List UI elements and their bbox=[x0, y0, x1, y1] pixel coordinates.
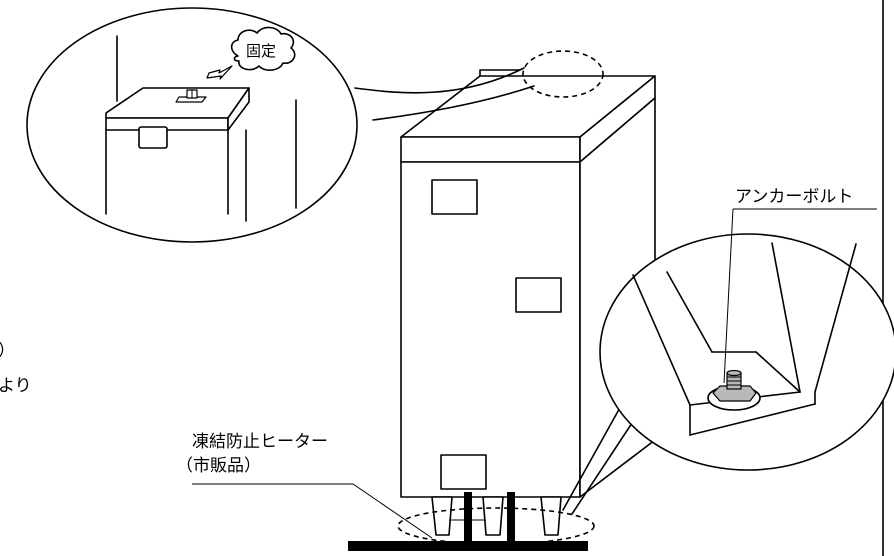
cropped-text-2: より bbox=[0, 376, 32, 396]
heater-label-line2: （市販品） bbox=[176, 456, 261, 476]
fixing-detail-callout: 固定 bbox=[26, 7, 535, 243]
fixed-label-bubble bbox=[230, 26, 296, 71]
fixed-label: 固定 bbox=[246, 42, 276, 60]
anchor-bolt-label: アンカーボルト bbox=[735, 187, 853, 207]
front-window-upper bbox=[431, 179, 478, 215]
anchor-bolt-callout: アンカーボルト bbox=[562, 187, 894, 515]
bolt-nut-icon bbox=[707, 369, 761, 411]
unit-leg bbox=[431, 496, 453, 536]
front-window-middle bbox=[515, 277, 562, 313]
cropped-text-1: ） bbox=[0, 341, 15, 361]
fixing-point-marker bbox=[522, 50, 604, 98]
unit-leg bbox=[540, 496, 562, 536]
heater-label-line1: 凍結防止ヒーター bbox=[192, 432, 328, 452]
base-stand bbox=[348, 492, 588, 551]
front-window-lower bbox=[440, 454, 487, 490]
heater-callout: 凍結防止ヒーター （市販品） bbox=[176, 432, 433, 539]
arrow-icon bbox=[206, 65, 233, 80]
unit-leg bbox=[482, 496, 504, 536]
unit-front-panel bbox=[400, 161, 581, 498]
bracket-icon bbox=[175, 89, 207, 103]
